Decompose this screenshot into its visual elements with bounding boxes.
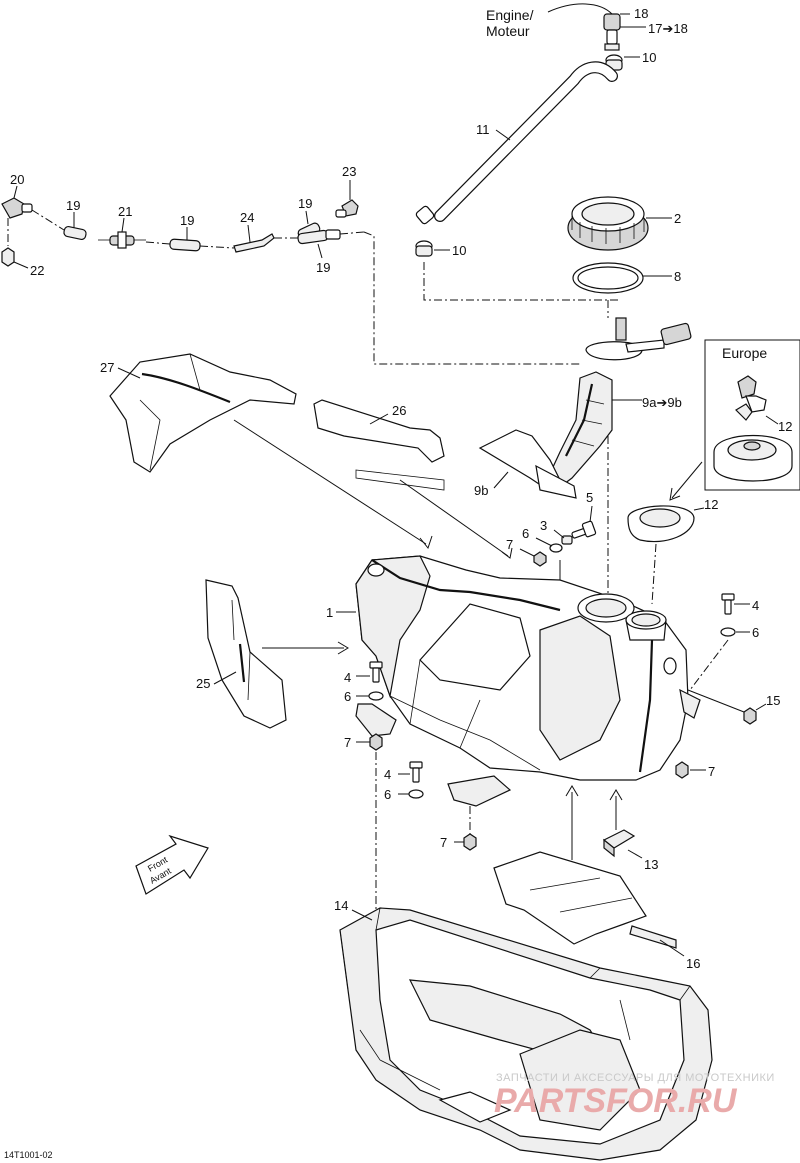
callout-18: 18 xyxy=(634,6,648,21)
elbow-fitting-20 xyxy=(1,197,33,219)
fuel-pump-module-9 xyxy=(478,317,692,499)
bolt-4-lower xyxy=(409,761,423,783)
hose-19-d xyxy=(297,229,341,245)
callout-13: 13 xyxy=(644,857,658,872)
bolt-4-right xyxy=(721,593,735,615)
locking-ring-2 xyxy=(567,196,649,251)
callout-15: 15 xyxy=(766,693,780,708)
nut-7-right xyxy=(675,761,689,779)
callout-2: 2 xyxy=(674,211,681,226)
front-arrow: Front Avant xyxy=(135,834,209,895)
callout-5: 5 xyxy=(586,490,593,505)
callout-9: 9a➔9b xyxy=(642,395,682,410)
callout-19-a: 19 xyxy=(66,198,80,213)
callout-7-top: 7 xyxy=(506,537,513,552)
hose-19-b xyxy=(169,238,201,252)
callout-26: 26 xyxy=(392,403,406,418)
diagram-code: 14T1001-02 xyxy=(4,1150,53,1160)
nut-15 xyxy=(743,707,757,725)
callout-25: 25 xyxy=(196,676,210,691)
fuel-tank-1 xyxy=(355,555,701,807)
callout-6-lower: 6 xyxy=(384,787,391,802)
washer-6-left xyxy=(368,691,384,701)
engine-label: Engine/ xyxy=(486,7,534,23)
bolt-4-left xyxy=(369,661,383,683)
nut-7-lower xyxy=(463,833,477,851)
spacer-3 xyxy=(561,535,573,545)
callout-4-lower: 4 xyxy=(384,767,391,782)
watermark-text: ЗАПЧАСТИ И АКСЕССУАРЫ ДЛЯ МОТОТЕХНИКИ xyxy=(496,1072,775,1084)
europe-inset: Europe xyxy=(704,339,800,491)
callout-23: 23 xyxy=(342,164,356,179)
callout-6-left: 6 xyxy=(344,689,351,704)
nut-7-top xyxy=(533,551,547,567)
heat-shield-25 xyxy=(205,579,287,729)
callout-12-europe: 12 xyxy=(778,419,792,434)
nut-7-left xyxy=(369,733,383,751)
hose-19-a xyxy=(63,225,87,241)
washer-6-lower xyxy=(408,789,424,799)
callout-4-left: 4 xyxy=(344,670,351,685)
heat-shield-27 xyxy=(109,353,297,473)
callout-8: 8 xyxy=(674,269,681,284)
vent-hose-11 xyxy=(415,61,618,225)
callout-7-left: 7 xyxy=(344,735,351,750)
callout-10-bottom: 10 xyxy=(452,243,466,258)
callout-7-lower: 7 xyxy=(440,835,447,850)
washer-6-right xyxy=(720,627,736,637)
skid-plate-14 xyxy=(339,907,713,1161)
callout-10-top: 10 xyxy=(642,50,656,65)
callout-20: 20 xyxy=(10,172,24,187)
callout-9b: 9b xyxy=(474,483,488,498)
callout-4-right: 4 xyxy=(752,598,759,613)
engine-label-fr: Moteur xyxy=(486,23,530,39)
heat-shield-26 xyxy=(313,399,445,491)
callout-17: 17➔18 xyxy=(648,21,688,36)
callout-1: 1 xyxy=(326,605,333,620)
nut-22 xyxy=(1,247,15,267)
gasket-8 xyxy=(572,262,644,294)
callout-3: 3 xyxy=(540,518,547,533)
callout-14: 14 xyxy=(334,898,348,913)
callout-11: 11 xyxy=(476,122,490,137)
callout-19-c: 19 xyxy=(298,196,312,211)
filler-cap-12 xyxy=(627,505,695,543)
callout-24: 24 xyxy=(240,210,254,225)
europe-label: Europe xyxy=(722,345,767,361)
y-connector-24 xyxy=(233,233,275,253)
callout-6-top: 6 xyxy=(522,526,529,541)
check-valve-23 xyxy=(335,199,359,218)
callout-12: 12 xyxy=(704,497,718,512)
washer-6-top xyxy=(549,543,563,553)
callout-7-right: 7 xyxy=(708,764,715,779)
callout-21: 21 xyxy=(118,204,132,219)
pad-13 xyxy=(602,829,636,858)
bolt-5 xyxy=(571,520,597,539)
callout-27: 27 xyxy=(100,360,114,375)
watermark-logo: PARTSFOR.RU xyxy=(494,1082,738,1120)
callout-19-b: 19 xyxy=(180,213,194,228)
callout-6-right: 6 xyxy=(752,625,759,640)
callout-22: 22 xyxy=(30,263,44,278)
connector-21 xyxy=(98,231,146,249)
fuel-fitting-18 xyxy=(603,13,621,51)
callout-19-d: 19 xyxy=(316,260,330,275)
callout-16: 16 xyxy=(686,956,700,971)
clamp-10-bottom xyxy=(415,240,433,257)
